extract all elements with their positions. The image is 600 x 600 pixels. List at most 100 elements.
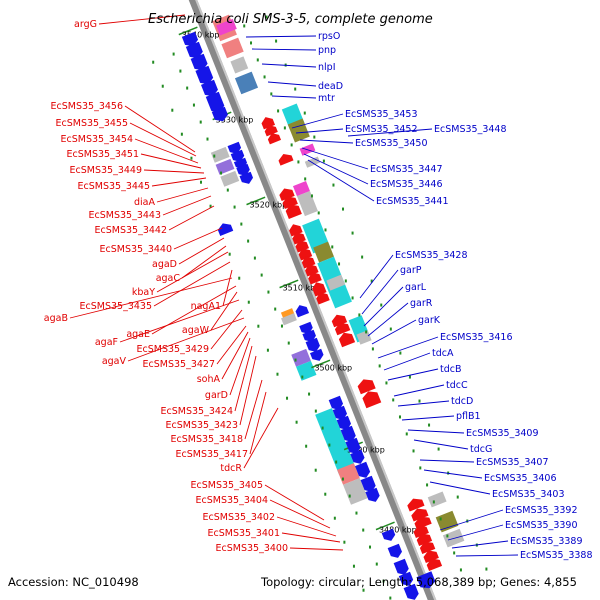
guide-dots-right-far <box>180 132 183 136</box>
guide-dots-left-far <box>485 567 488 571</box>
guide-dots-right-far <box>238 276 241 280</box>
forward-gene-arrow <box>227 141 242 154</box>
forward-gene-arrow <box>403 583 419 600</box>
guide-dots-left-outer <box>365 330 368 334</box>
kbp-tick-label: 3530 kbp <box>216 116 254 125</box>
cog-block <box>315 408 356 475</box>
cog-block <box>220 170 240 187</box>
reverse-gene-arrow <box>338 332 356 348</box>
right-leader-line <box>291 113 344 129</box>
guide-dots-right-outer <box>220 171 223 175</box>
right-leader-line <box>245 35 317 38</box>
reverse-gene-arrow <box>295 240 310 253</box>
guide-dots-left-far <box>408 375 411 379</box>
guide-dots-right-far <box>257 324 260 328</box>
guide-dots-right-outer <box>213 154 216 158</box>
guide-dots-right-outer <box>274 307 277 311</box>
forward-gene-arrow <box>239 171 254 184</box>
left-leader-line <box>140 153 202 169</box>
right-gene-label: EcSMS35_3407 <box>476 457 549 468</box>
guide-dots-right-outer <box>287 341 290 345</box>
guide-dots-right-far <box>190 156 193 160</box>
kbp-tick-label: 3480 kbp <box>379 526 417 535</box>
accession-text: Accession: NC_010498 <box>8 575 139 589</box>
reverse-gene-arrow <box>411 508 429 522</box>
right-gene-label: pflB1 <box>456 411 481 422</box>
forward-gene-arrow <box>360 475 376 492</box>
cog-block <box>215 158 235 175</box>
reverse-gene-arrow <box>308 272 322 285</box>
left-leader-line <box>168 205 215 231</box>
left-gene-label: kbaY <box>132 287 155 298</box>
right-gene-label: EcSMS35_3416 <box>440 332 513 343</box>
left-gene-label: sohA <box>197 374 221 385</box>
forward-gene-arrow <box>195 65 214 85</box>
reverse-gene-arrow <box>295 305 310 318</box>
left-leader-line <box>289 547 344 551</box>
reverse-gene-arrow <box>334 322 351 336</box>
left-leader-line <box>264 484 325 521</box>
guide-dots-right-outer <box>253 256 256 260</box>
backbone-axis <box>188 0 437 600</box>
forward-gene-arrow <box>328 395 344 410</box>
forward-gene-arrow <box>336 415 352 430</box>
guide-dots-left-outer <box>459 568 462 572</box>
guide-dots-right-far <box>276 372 279 376</box>
reverse-gene-arrow <box>331 314 348 328</box>
right-leader-line <box>299 139 354 144</box>
guide-dots-right-far <box>247 300 250 304</box>
guide-dots-left-far <box>351 231 354 235</box>
left-leader-line <box>234 345 253 412</box>
right-leader-line <box>387 368 439 381</box>
guide-dots-right-far <box>343 540 346 544</box>
cog-block <box>292 180 310 197</box>
left-leader-line <box>178 237 225 265</box>
guide-dots-right-far <box>314 468 317 472</box>
guide-dots-left-outer <box>358 313 361 317</box>
reverse-gene-arrow <box>426 558 443 572</box>
cog-block <box>427 491 447 508</box>
right-leader-line <box>347 128 433 137</box>
right-gene-label: tdcC <box>446 380 468 391</box>
guide-dots-left-far <box>370 279 373 283</box>
kbp-tick-label: 3490 kbp <box>347 446 385 455</box>
cog-block <box>234 71 259 95</box>
left-leader-line <box>276 516 337 537</box>
reverse-gene-arrow <box>282 196 298 210</box>
guide-dots-left-far <box>332 183 335 187</box>
left-leader-line <box>244 379 263 440</box>
reverse-gene-arrow <box>416 533 433 547</box>
guide-dots-right-outer <box>308 392 311 396</box>
right-leader-line <box>295 128 344 134</box>
guide-dots-left-outer <box>392 398 395 402</box>
guide-dots-left-outer <box>297 160 300 164</box>
guide-dots-left-outer <box>324 228 327 232</box>
left-gene-label: EcSMS35_3449 <box>70 165 143 176</box>
kbp-tick <box>178 26 198 36</box>
guide-dots-right-outer <box>179 69 182 73</box>
reverse-gene-arrow <box>217 223 234 236</box>
right-leader-line <box>383 352 431 371</box>
forward-gene-arrow <box>205 91 225 113</box>
left-gene-label: EcSMS35_3455 <box>56 118 129 129</box>
kbp-tick <box>311 359 331 369</box>
guide-dots-right-outer <box>267 290 270 294</box>
forward-gene-arrow <box>398 571 414 586</box>
reverse-gene-arrow <box>419 541 436 555</box>
left-leader-line <box>151 177 207 187</box>
left-gene-label: garD <box>205 390 228 401</box>
right-leader-line <box>397 400 450 407</box>
guide-dots-right-outer <box>233 205 236 209</box>
cog-block <box>343 478 368 505</box>
guide-dots-left-far <box>265 15 268 19</box>
forward-gene-arrow <box>416 571 436 589</box>
left-gene-label: EcSMS35_3451 <box>67 149 140 160</box>
left-gene-label: EcSMS35_3402 <box>203 512 276 523</box>
left-gene-label: EcSMS35_3442 <box>95 225 168 236</box>
left-leader-line <box>119 299 240 343</box>
left-leader-line <box>243 407 279 469</box>
guide-dots-right-far <box>199 180 202 184</box>
guide-dots-right-far <box>286 396 289 400</box>
guide-dots-left-outer <box>304 177 307 181</box>
right-leader-line <box>439 509 504 531</box>
